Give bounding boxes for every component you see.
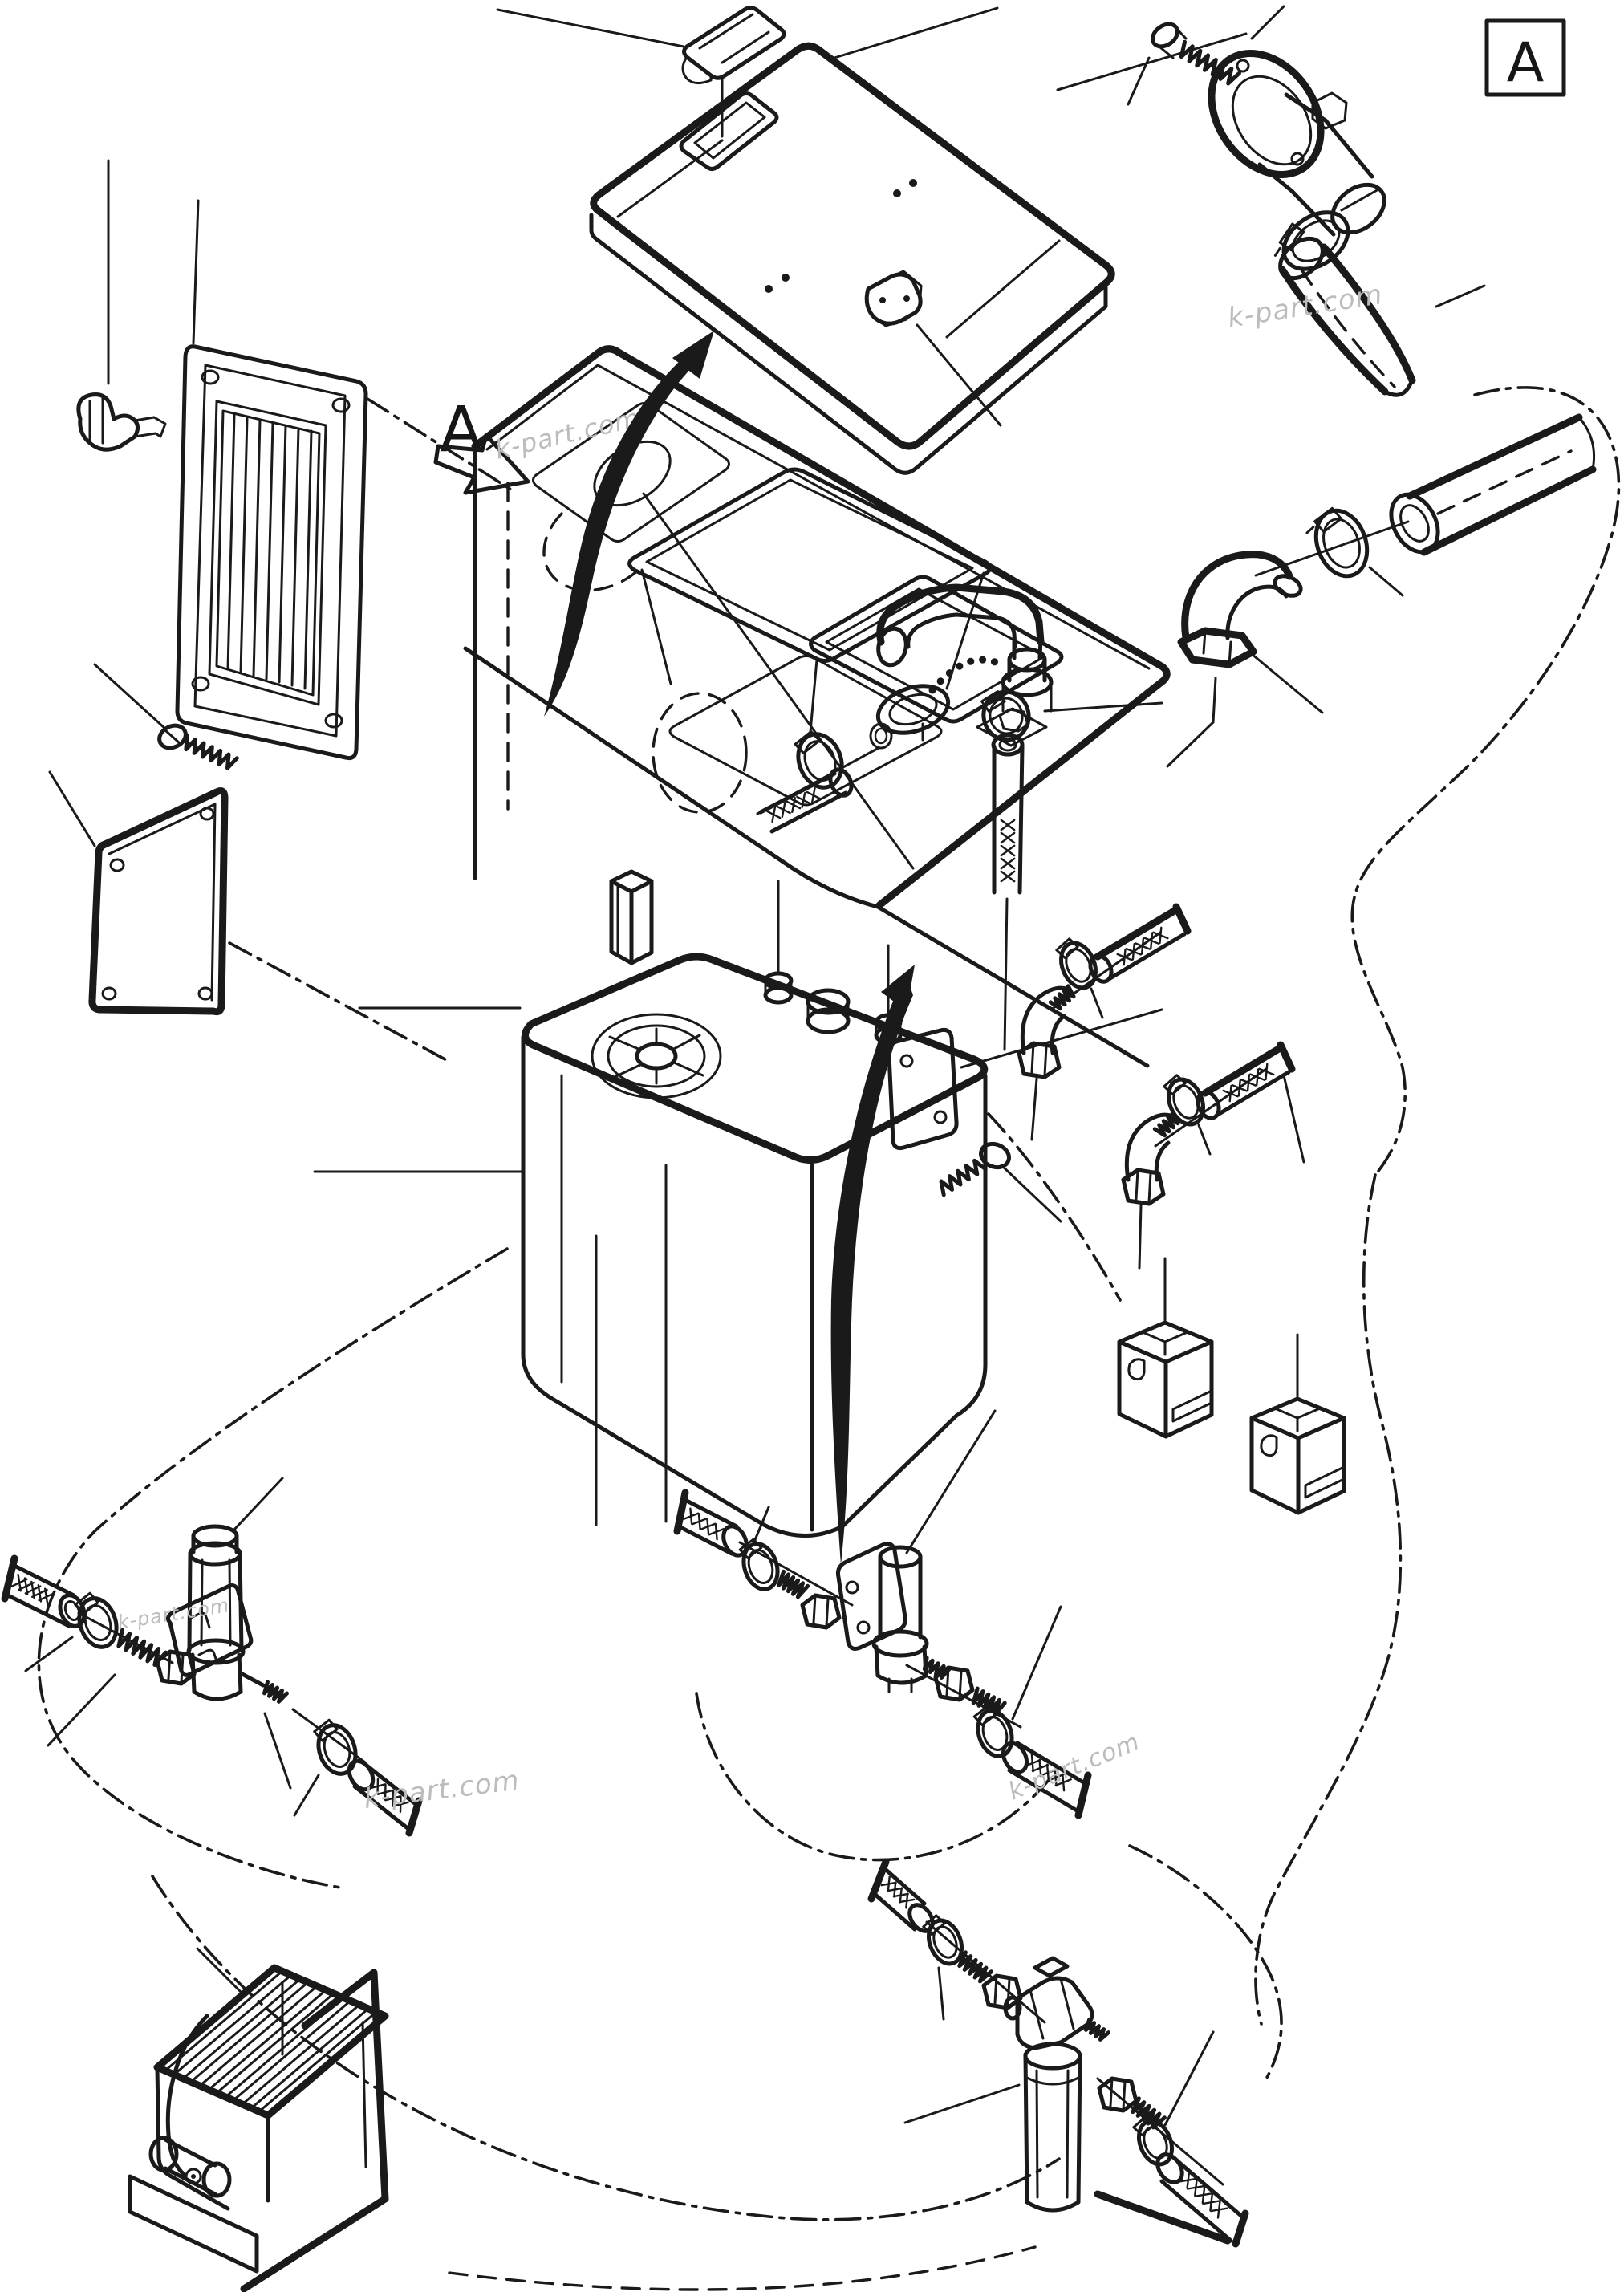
plate-screw (939, 1141, 1062, 1223)
lid-latch (864, 270, 1002, 427)
elbow-hose-pair-1 (1017, 903, 1192, 1141)
drain-cap (869, 656, 1007, 750)
filler-hose (1278, 236, 1486, 397)
filter-outlet-clamp (1132, 2115, 1175, 2167)
swoosh-arrow-1 (544, 335, 711, 717)
pump-body (186, 1477, 292, 1790)
watermark-1: k-part.com (1225, 278, 1385, 335)
impeller-strainer (591, 1013, 722, 1099)
pump-assembly: k-part.com k-part.com (1, 1477, 522, 1837)
watermark-4: k-part.com (362, 1764, 522, 1814)
filter-assembly (867, 1858, 1249, 2248)
upper-tank-housing: A k-part.com (433, 331, 1171, 1565)
valve-assembly: k-part.com (673, 1409, 1144, 1819)
boiler-unit (128, 1947, 389, 2292)
hose-routing-lines (37, 386, 1621, 2291)
filler-bolt (1127, 22, 1241, 106)
pump-inlet-clamp (74, 1591, 119, 1649)
detail-box: A (1484, 18, 1566, 97)
suction-tube-clamp (794, 730, 844, 790)
detail-box-letter: A (1507, 31, 1545, 95)
access-cover-plate (48, 770, 453, 1064)
valve-outlet-clamp (972, 1705, 1014, 1758)
vent-grille (76, 159, 515, 770)
watermark-3: k-part.com (116, 1594, 231, 1634)
tank-mounting-plate (887, 1008, 1163, 1151)
suction-tube (756, 746, 880, 834)
lower-tank (313, 880, 1163, 1538)
vent-elbow (1166, 551, 1324, 768)
swoosh-arrow-2 (830, 973, 913, 1565)
filter-inlet-clamp (922, 1914, 964, 1966)
tank-lid (496, 6, 1248, 475)
grille-screw (93, 663, 239, 770)
vent-tube-assembly (1166, 413, 1597, 768)
detail-marker-letter: A (440, 394, 482, 466)
filter-body (903, 1956, 1111, 2213)
tank-fittings (763, 880, 903, 1045)
vent-tube-clamp (1305, 506, 1370, 579)
sink-bowl (627, 467, 993, 870)
baffle-plate (609, 869, 654, 965)
wing-fastener (76, 159, 167, 452)
elbow-hose-pair-2 (1121, 1041, 1305, 1270)
faucet-supply-hose (976, 707, 1048, 1051)
pump-outlet-clamp (313, 1718, 358, 1776)
filler-neck-assembly: A k-part.com (1127, 5, 1566, 397)
mounting-block-1 (1117, 1257, 1214, 1439)
mounting-block-2 (1249, 1333, 1346, 1515)
detail-arrow (433, 433, 530, 495)
